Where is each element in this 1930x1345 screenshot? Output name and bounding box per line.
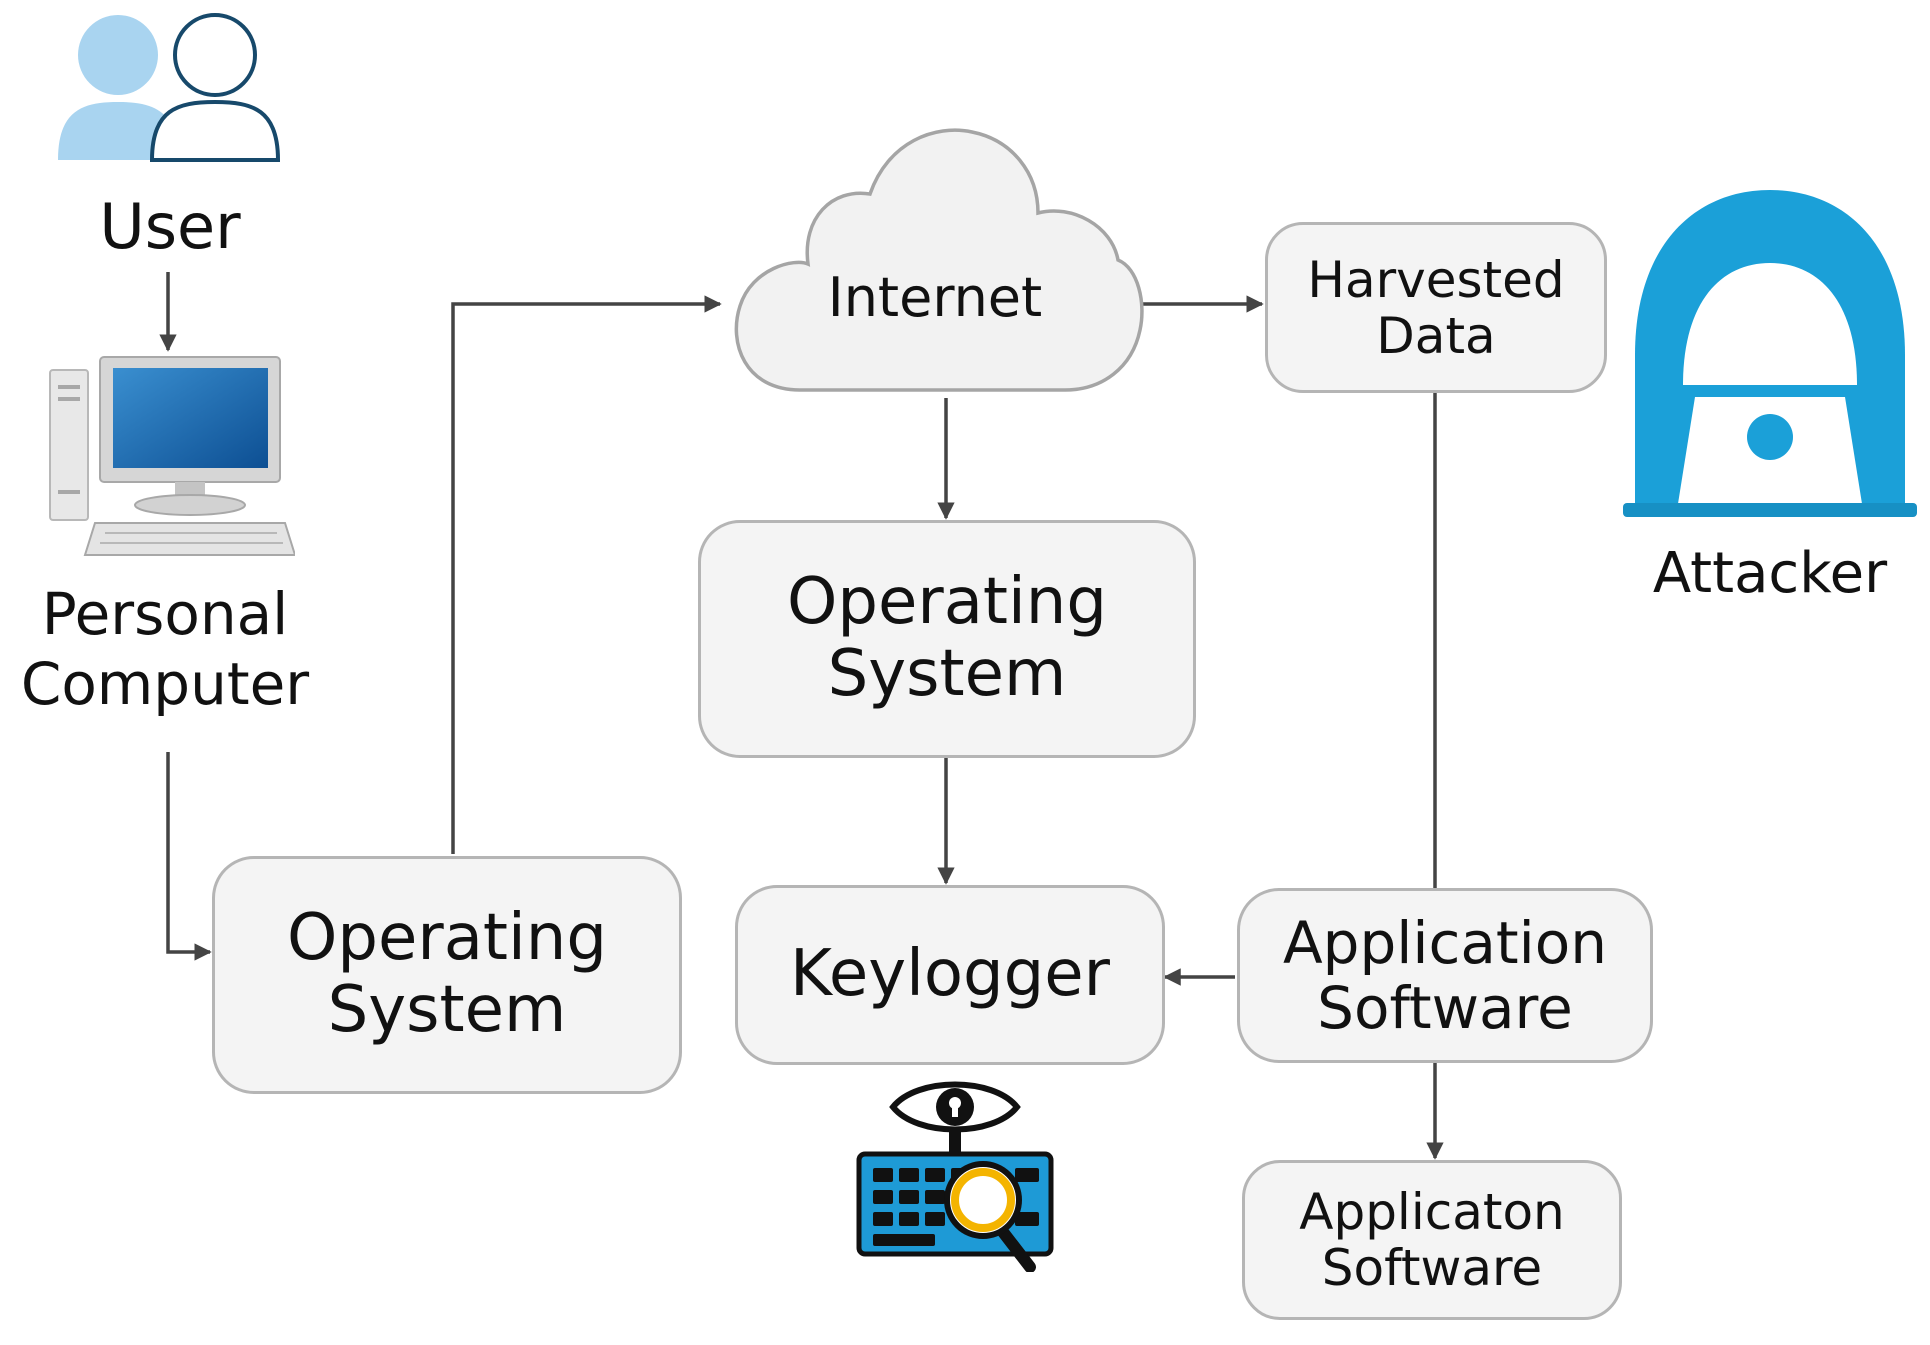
arrow-computer-to-os-left [166,752,212,961]
internet-cloud: Internet [720,118,1150,400]
keyboard-eye-magnifier-icon [856,1081,1054,1272]
application-software-box: Application Software [1237,888,1653,1063]
operating-system-left-box: Operating System [212,856,682,1094]
keylogger-box: Keylogger [735,885,1165,1065]
users-icon [58,13,281,162]
cloud-shape [734,128,1144,392]
desktop-computer-icon [49,356,295,556]
arrow-os-left-to-internet [451,295,722,854]
internet-label: Internet [827,266,1043,329]
application-software-lower-box: Applicaton Software [1242,1160,1622,1320]
attacker-label: Attacker [1652,541,1888,606]
operating-system-center-box: Operating System [698,520,1196,758]
hooded-hacker-icon [1623,190,1917,517]
user-label: User [99,190,241,263]
personal-computer-label: Personal Computer [20,580,310,718]
harvested-data-box: Harvested Data [1265,222,1607,393]
